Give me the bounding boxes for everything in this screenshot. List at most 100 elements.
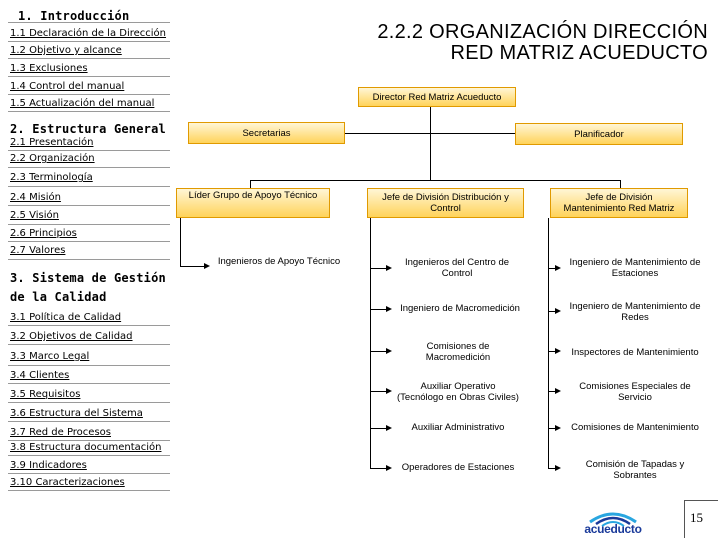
org-box-comisiones-macromedicion[interactable]: Comisiones de Macromedición bbox=[392, 339, 524, 365]
nav-divider bbox=[8, 111, 170, 112]
nav-item-organizacion[interactable]: 2.2 Organización bbox=[10, 153, 95, 164]
nav-divider bbox=[8, 365, 170, 366]
arrow-dist-3 bbox=[386, 348, 392, 354]
section-navigation: 1. Introducción 1.1 Declaración de la Di… bbox=[0, 0, 170, 540]
org-box-auxiliar-operativo[interactable]: Auxiliar Operativo (Tecnólogo en Obras C… bbox=[392, 378, 524, 406]
org-box-auxiliar-administrativo[interactable]: Auxiliar Administrativo bbox=[392, 419, 524, 435]
org-box-director[interactable]: Director Red Matriz Acueducto bbox=[358, 87, 516, 107]
org-box-mant-estaciones[interactable]: Ingeniero de Mantenimiento de Estaciones bbox=[562, 254, 708, 282]
arrow-ingenieros-apoyo bbox=[204, 263, 210, 269]
org-box-tapadas-sobrantes[interactable]: Comisión de Tapadas y Sobrantes bbox=[562, 456, 708, 484]
nav-item-requisitos[interactable]: 3.5 Requisitos bbox=[10, 389, 81, 400]
nav-divider bbox=[8, 473, 170, 474]
connector-lider-down bbox=[180, 218, 181, 266]
nav-item-estructura-documentacion[interactable]: 3.8 Estructura documentación bbox=[10, 442, 162, 453]
connector-distribucion-down bbox=[370, 218, 371, 468]
arrow-dist-1 bbox=[386, 265, 392, 271]
nav-divider bbox=[8, 455, 170, 456]
connector-director-down bbox=[430, 107, 431, 180]
connector-director-staff bbox=[345, 133, 515, 134]
org-box-comisiones-mantenimiento[interactable]: Comisiones de Mantenimiento bbox=[562, 419, 708, 435]
nav-item-actualizacion[interactable]: 1.5 Actualización del manual bbox=[10, 98, 155, 109]
nav-item-estructura-sistema[interactable]: 3.6 Estructura del Sistema bbox=[10, 408, 143, 419]
page-number: 15 bbox=[690, 510, 703, 525]
nav-section-introduccion[interactable]: 1. Introducción bbox=[18, 9, 130, 23]
nav-item-objetivos-calidad[interactable]: 3.2 Objetivos de Calidad bbox=[10, 331, 133, 342]
connector-mantenimiento-down bbox=[548, 218, 549, 468]
page-number-frame bbox=[684, 500, 718, 538]
nav-item-presentacion[interactable]: 2.1 Presentación bbox=[10, 137, 94, 148]
arrow-mant-4 bbox=[555, 388, 561, 394]
nav-item-red-procesos[interactable]: 3.7 Red de Procesos bbox=[10, 427, 111, 438]
connector-dist-1 bbox=[370, 268, 387, 269]
nav-item-objetivo[interactable]: 1.2 Objetivo y alcance bbox=[10, 45, 122, 56]
arrow-mant-3 bbox=[555, 348, 561, 354]
nav-divider bbox=[8, 490, 170, 491]
page-title-line-2: RED MATRIZ ACUEDUCTO bbox=[450, 42, 708, 64]
nav-divider bbox=[8, 150, 170, 151]
nav-divider bbox=[8, 440, 170, 441]
acueducto-logo-icon bbox=[589, 512, 637, 527]
nav-item-exclusiones[interactable]: 1.3 Exclusiones bbox=[10, 63, 88, 74]
nav-item-valores[interactable]: 2.7 Valores bbox=[10, 245, 66, 256]
page-title-line-1: 2.2.2 ORGANIZACIÓN DIRECCIÓN bbox=[377, 21, 708, 43]
arrow-mant-2 bbox=[555, 308, 561, 314]
org-box-centro-control[interactable]: Ingenieros del Centro de Control bbox=[392, 254, 522, 282]
nav-divider bbox=[8, 76, 170, 77]
page-title: 2.2.2 ORGANIZACIÓN DIRECCIÓN RED MATRIZ … bbox=[308, 22, 708, 64]
nav-divider bbox=[8, 205, 170, 206]
nav-divider bbox=[8, 241, 170, 242]
nav-item-mision[interactable]: 2.4 Misión bbox=[10, 192, 61, 203]
nav-section-estructura[interactable]: 2. Estructura General bbox=[10, 122, 166, 136]
nav-item-principios[interactable]: 2.6 Principios bbox=[10, 228, 77, 239]
org-box-operadores-estaciones[interactable]: Operadores de Estaciones bbox=[392, 459, 524, 475]
org-box-comisiones-especiales[interactable]: Comisiones Especiales de Servicio bbox=[562, 378, 708, 406]
org-box-mant-redes[interactable]: Ingeniero de Mantenimiento de Redes bbox=[562, 298, 708, 326]
nav-item-politica[interactable]: 3.1 Política de Calidad bbox=[10, 312, 122, 323]
connector-mant-1 bbox=[548, 268, 556, 269]
nav-divider bbox=[8, 41, 170, 42]
connector-mant-2 bbox=[548, 311, 556, 312]
nav-item-indicadores[interactable]: 3.9 Indicadores bbox=[10, 460, 87, 471]
nav-section-sistema-gestion[interactable]: 3. Sistema de Gestión bbox=[10, 271, 166, 285]
connector-to-ingenieros-apoyo bbox=[180, 266, 204, 267]
nav-divider bbox=[8, 344, 170, 345]
nav-divider bbox=[8, 167, 170, 168]
arrow-dist-6 bbox=[386, 465, 392, 471]
arrow-mant-5 bbox=[555, 425, 561, 431]
org-box-planificador[interactable]: Planificador bbox=[515, 123, 683, 145]
nav-item-declaracion[interactable]: 1.1 Declaración de la Dirección bbox=[10, 28, 167, 39]
connector-dist-2 bbox=[370, 309, 387, 310]
nav-section-sistema-gestion-cont[interactable]: de la Calidad bbox=[10, 290, 107, 304]
nav-divider bbox=[8, 186, 170, 187]
arrow-mant-1 bbox=[555, 265, 561, 271]
nav-item-caracterizaciones[interactable]: 3.10 Caracterizaciones bbox=[10, 477, 125, 488]
arrow-mant-6 bbox=[555, 465, 561, 471]
org-box-jefe-mantenimiento[interactable]: Jefe de División Mantenimiento Red Matri… bbox=[550, 188, 688, 218]
nav-item-control-manual[interactable]: 1.4 Control del manual bbox=[10, 81, 125, 92]
connector-mant-4 bbox=[548, 391, 556, 392]
nav-divider bbox=[8, 58, 170, 59]
connector-dist-6 bbox=[370, 468, 387, 469]
org-box-jefe-distribucion[interactable]: Jefe de División Distribución y Control bbox=[367, 188, 524, 218]
org-box-secretarias[interactable]: Secretarias bbox=[188, 122, 345, 144]
org-box-ingenieros-apoyo[interactable]: Ingenieros de Apoyo Técnico bbox=[212, 254, 346, 284]
connector-dist-4 bbox=[370, 391, 387, 392]
logo-wordmark: acueducto bbox=[584, 522, 642, 536]
org-box-lider-apoyo[interactable]: Líder Grupo de Apoyo Técnico bbox=[176, 188, 330, 218]
connector-mant-5 bbox=[548, 428, 556, 429]
nav-divider bbox=[8, 383, 170, 384]
arrow-dist-5 bbox=[386, 425, 392, 431]
nav-divider bbox=[8, 402, 170, 403]
nav-divider bbox=[8, 22, 170, 23]
nav-item-vision[interactable]: 2.5 Visión bbox=[10, 210, 59, 221]
nav-item-marco-legal[interactable]: 3.3 Marco Legal bbox=[10, 351, 90, 362]
nav-divider bbox=[8, 421, 170, 422]
connector-mant-6 bbox=[548, 468, 556, 469]
org-box-inspectores[interactable]: Inspectores de Mantenimiento bbox=[562, 339, 708, 365]
nav-item-terminologia[interactable]: 2.3 Terminología bbox=[10, 172, 93, 183]
nav-divider bbox=[8, 259, 170, 260]
arrow-dist-4 bbox=[386, 388, 392, 394]
org-box-macromedicion[interactable]: Ingeniero de Macromedición bbox=[392, 300, 528, 316]
nav-item-clientes[interactable]: 3.4 Clientes bbox=[10, 370, 70, 381]
